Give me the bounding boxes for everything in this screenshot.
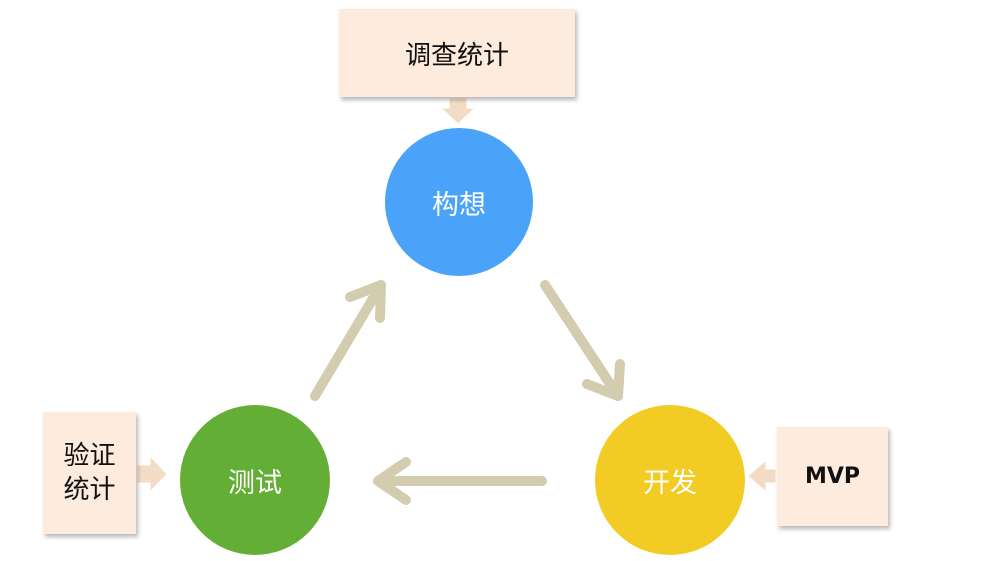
develop-label: 开发 (643, 467, 697, 499)
arrow-ideate-to-develop (540, 280, 625, 401)
verify-stats-box: 验证 统计 (43, 412, 136, 534)
mvp-box: MVP (777, 427, 888, 526)
arrow-mvp-to-develop (747, 458, 777, 494)
arrow-test-to-ideate (310, 280, 386, 401)
ideate-node: 构想 (385, 128, 533, 276)
develop-node: 开发 (595, 405, 745, 555)
arrow-survey-to-ideate (439, 97, 477, 125)
ideate-label: 构想 (432, 189, 486, 221)
arrow-develop-to-test (373, 457, 547, 505)
verify-label-line1: 验证 (63, 441, 116, 471)
verify-label-line2: 统计 (63, 475, 116, 505)
survey-box: 调查统计 (339, 9, 575, 97)
survey-label: 调查统计 (404, 40, 509, 71)
test-node: 测试 (180, 405, 330, 555)
arrow-verify-to-test (136, 454, 168, 494)
mvp-label: MVP (804, 464, 861, 489)
test-label: 测试 (228, 467, 282, 499)
